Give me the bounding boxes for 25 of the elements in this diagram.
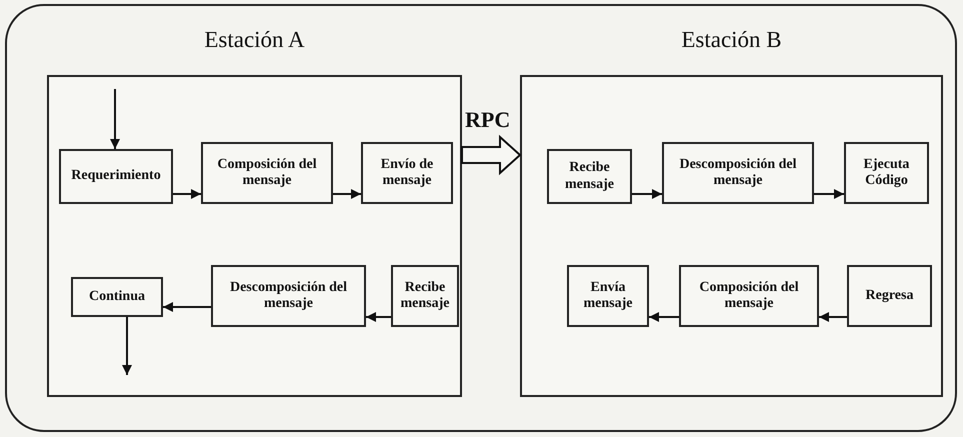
station-title: Estación A [204,27,305,53]
process-box: Recibe mensaje [391,265,459,327]
process-box: Composición del mensaje [679,265,819,327]
station-title: Estación B [681,27,782,53]
process-box: Descomposición del mensaje [662,142,814,204]
process-box: Recibe mensaje [547,149,632,204]
arrow [649,312,679,322]
arrow [173,189,201,199]
arrow [110,89,120,149]
process-box: Envía mensaje [567,265,649,327]
process-box: Composición del mensaje [201,142,333,204]
arrow [632,189,662,199]
process-box: Requerimiento [59,149,173,204]
arrow [819,312,847,322]
arrow [122,317,132,375]
process-box: Continua [71,277,163,317]
process-box: Descomposición del mensaje [211,265,366,327]
arrow [366,312,391,322]
process-box: Envío de mensaje [361,142,453,204]
arrow [814,189,844,199]
arrow [333,189,361,199]
process-box: Ejecuta Código [844,142,929,204]
process-box: Regresa [847,265,932,327]
block-arrow [461,134,522,176]
arrow [163,302,211,312]
